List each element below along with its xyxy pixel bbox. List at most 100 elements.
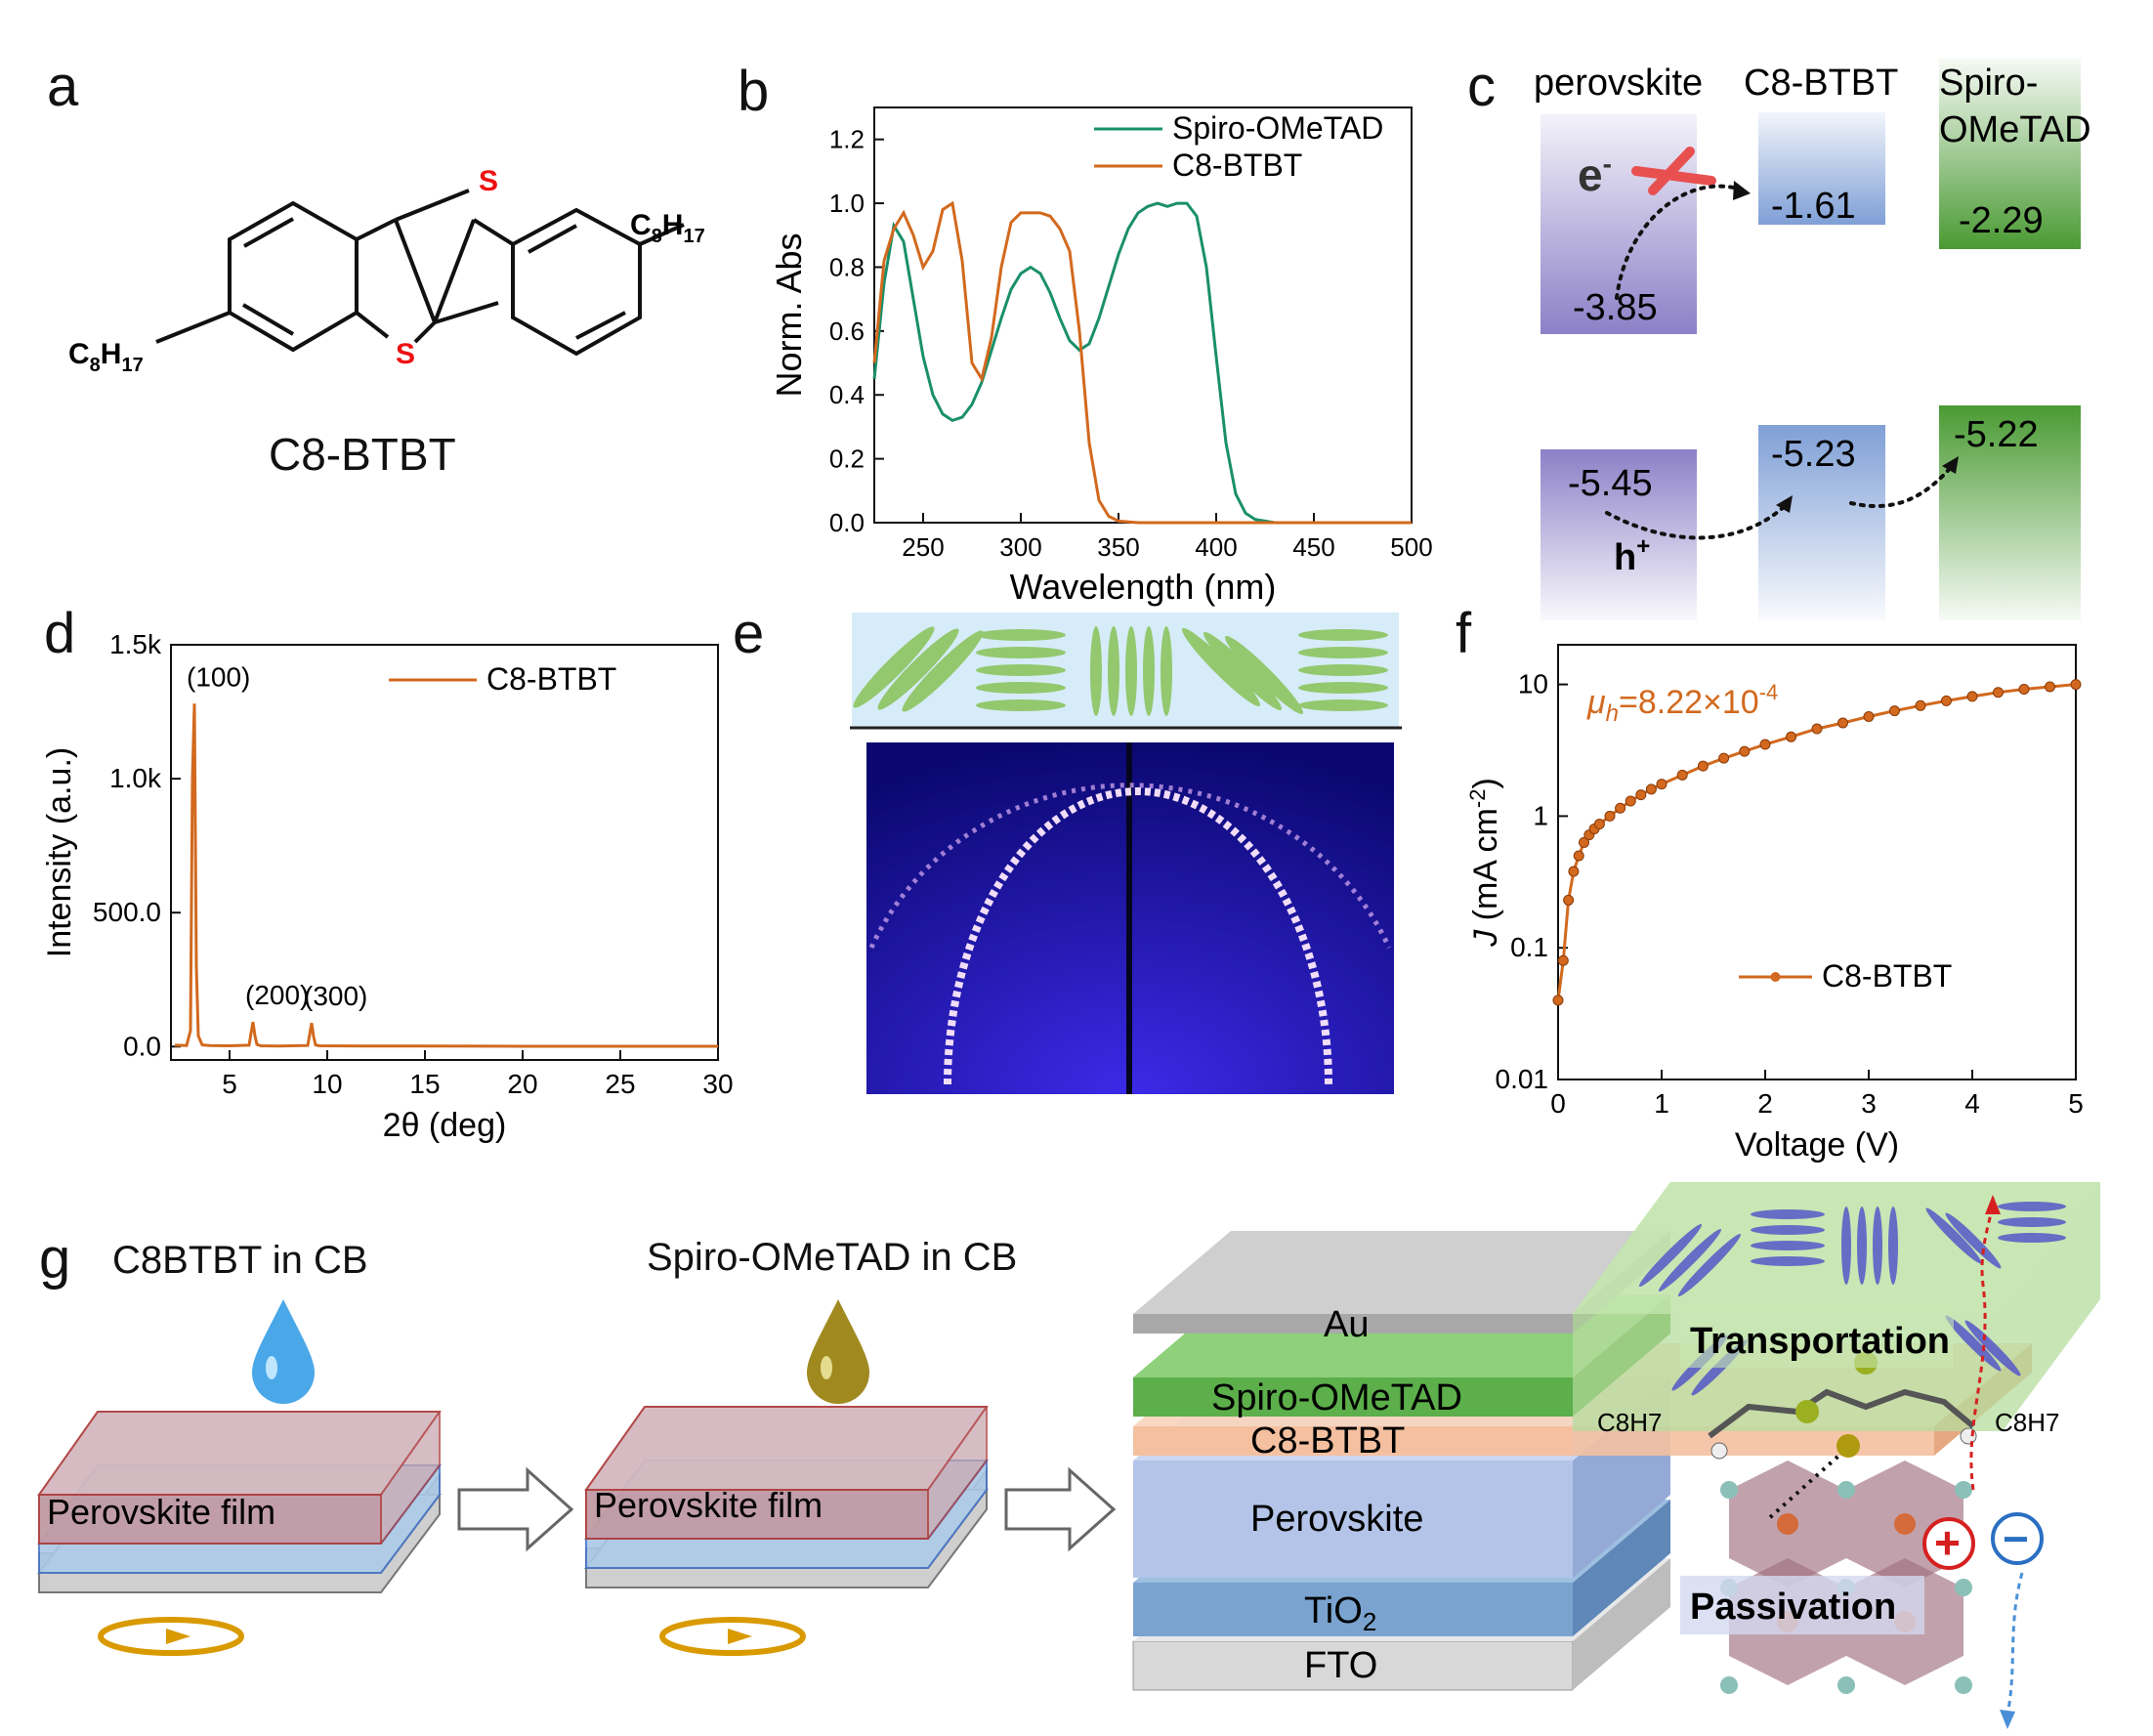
y-tick-label: 0.8 <box>829 252 865 281</box>
x-tick-label: 400 <box>1195 532 1237 562</box>
data-point <box>1863 710 1875 722</box>
data-point <box>1615 802 1626 814</box>
legend-label: C8-BTBT <box>486 661 616 697</box>
data-point <box>1697 760 1709 772</box>
giwaxs-figure <box>850 613 1402 1094</box>
data-point <box>1993 687 2004 699</box>
data-point <box>1676 769 1688 781</box>
hole-path-arrow-2 <box>1849 462 1956 508</box>
electron-minus-icon <box>1991 1512 2044 1565</box>
molecule-structure: S S C8H17 C8H17 <box>68 165 705 376</box>
y-tick-label: 1.5k <box>109 629 162 659</box>
y-tick-label: 1.0k <box>109 763 162 793</box>
data-point <box>1941 695 1952 706</box>
col-spiro-2: OMeTAD <box>1939 109 2091 150</box>
legend-marker <box>1770 972 1781 982</box>
x-tick-label: 3 <box>1861 1088 1877 1119</box>
x-tick-label: 450 <box>1292 532 1334 562</box>
data-point <box>1635 789 1647 801</box>
x-tick-label: 250 <box>902 532 944 562</box>
y-tick-label: 1 <box>1533 800 1548 830</box>
data-point <box>1568 866 1580 877</box>
film-stack-step2 <box>584 1406 989 1588</box>
x-tick-label: 20 <box>507 1069 537 1099</box>
panel-letter-g: g <box>39 1227 71 1291</box>
y-tick-label: 0.01 <box>1496 1064 1549 1094</box>
legend-label: C8-BTBT <box>1822 958 1952 994</box>
x-tick-label: 10 <box>312 1069 342 1099</box>
step2-label: Spiro-OMeTAD in CB <box>647 1236 1018 1279</box>
y-tick-label: 10 <box>1518 669 1548 699</box>
y-tick-label: 500.0 <box>93 897 161 927</box>
homo-spiro: -5.22 <box>1954 414 2039 455</box>
series-line-c8-btbt <box>872 200 1412 525</box>
x-tick-label: 350 <box>1097 532 1139 562</box>
data-point <box>1966 691 1978 702</box>
y-tick-label: 1.0 <box>829 189 865 218</box>
layer-spiro: Spiro-OMeTAD <box>1211 1377 1462 1418</box>
panel-letter-c: c <box>1467 55 1496 118</box>
col-spiro-1: Spiro- <box>1939 63 2038 104</box>
next-step-arrow-2 <box>1004 1466 1117 1552</box>
data-point <box>1625 795 1636 807</box>
data-point <box>1593 819 1605 830</box>
data-point <box>1579 836 1589 848</box>
data-point <box>1786 731 1796 742</box>
x-tick-label: 15 <box>409 1069 440 1099</box>
data-point <box>1557 954 1569 966</box>
panel-letter-f: f <box>1456 602 1472 665</box>
mobility-label: μh=8.22×10-4 <box>1586 680 1778 727</box>
legend-label: Spiro-OMeTAD <box>1172 110 1383 146</box>
svg-text:−: − <box>2003 1513 2029 1564</box>
panel-letter-a: a <box>47 55 79 118</box>
layer-tio2: TiO2 <box>1304 1590 1376 1636</box>
c8btbt-molecule-model <box>1708 1388 1975 1439</box>
series-line-spiro-ometad <box>872 201 1412 525</box>
x-axis-label: Wavelength (nm) <box>1010 567 1277 607</box>
c8-lumo-block <box>1758 112 1885 225</box>
spin-coating-icon-1 <box>98 1617 244 1656</box>
data-point <box>1759 739 1771 750</box>
data-point <box>1915 699 1926 711</box>
next-step-arrow-1 <box>457 1466 574 1552</box>
lumo-c8: -1.61 <box>1771 186 1856 227</box>
x-tick-label: 5 <box>2068 1088 2084 1119</box>
data-point <box>1604 810 1616 822</box>
electron-blocked-arrow <box>2005 1572 2024 1715</box>
peak-annotation: (100) <box>187 661 250 692</box>
solution-drop-icon-2 <box>807 1299 869 1404</box>
y-tick-label: 0.4 <box>829 380 865 409</box>
electron-path-arrow <box>1615 184 1746 300</box>
y-tick-label: 0.1 <box>1510 932 1548 962</box>
panel-letter-b: b <box>738 60 770 123</box>
data-point <box>1573 850 1584 862</box>
x-axis-label: 2θ (deg) <box>383 1107 507 1144</box>
data-point <box>1739 745 1751 757</box>
layer-perovskite: Perovskite <box>1250 1499 1423 1540</box>
blocked-cross-icon <box>1631 147 1716 195</box>
molecule-ellipses <box>853 626 1388 716</box>
energy-level-diagram: perovskite C8-BTBT Spiro- OMeTAD -3.85 -… <box>1534 59 2091 620</box>
lumo-spiro: -2.29 <box>1959 200 2044 241</box>
y-tick-label: 1.2 <box>829 125 865 154</box>
homo-c8: -5.23 <box>1771 434 1856 475</box>
alkyl-left: C8H17 <box>68 338 144 376</box>
c8-homo-block <box>1758 425 1885 620</box>
data-point <box>1718 752 1730 764</box>
data-point <box>1889 705 1900 717</box>
data-point <box>1811 723 1823 735</box>
y-tick-label: 0.0 <box>123 1031 161 1061</box>
c8h7-left-label: C8H7 <box>1597 1408 1662 1437</box>
hole-transport-arrow <box>1969 1206 1995 1491</box>
y-axis-label: J (mA cm-2) <box>1465 778 1504 948</box>
plot-frame <box>873 106 1413 524</box>
spiro-lumo-block <box>1939 59 2081 249</box>
data-point <box>2070 679 2082 691</box>
peak-annotation: (300) <box>304 981 367 1011</box>
data-point <box>2018 683 2030 695</box>
spiro-homo-block <box>1939 405 2081 620</box>
y-axis-label: Intensity (a.u.) <box>41 747 78 957</box>
